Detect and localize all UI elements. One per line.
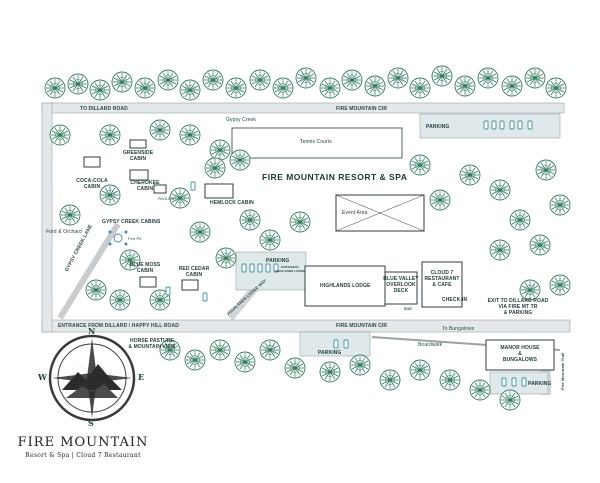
road-boardwalk: Boardwalk bbox=[418, 342, 443, 348]
road-gypsy-creek: Gypsy Creek bbox=[226, 117, 256, 123]
blue-moss-cabin-label: BLUE MOSS CABIN bbox=[129, 262, 161, 274]
brand-block: FIRE MOUNTAIN Resort & Spa | Cloud 7 Res… bbox=[8, 435, 158, 459]
red-cedar-cabin-label: RED CEDAR CABIN bbox=[178, 266, 210, 278]
greenside-cabin bbox=[129, 139, 147, 149]
cherokee-cabin bbox=[129, 169, 149, 181]
exit-label: EXIT TO DILLARD ROAD VIA FIRE MT TR & PA… bbox=[487, 298, 549, 316]
brand-name: FIRE MOUNTAIN bbox=[17, 435, 149, 450]
road-fire-mtn-trail: Fire Mountain Trail bbox=[560, 352, 565, 390]
blue-moss-cabin bbox=[139, 276, 157, 288]
compass-s: S bbox=[88, 418, 94, 428]
bottom-parking-label: PARKING bbox=[318, 350, 342, 356]
cherokee-cabin-label: CHEROKEE CABIN bbox=[130, 180, 160, 192]
coca-cola-cabin bbox=[83, 156, 101, 168]
road-fire-mountain-cir-bottom: FIRE MOUNTAIN CIR bbox=[336, 323, 388, 329]
blue-valley-deck-label: BLUE VALLEY OVERLOOK DECK bbox=[383, 276, 419, 294]
greenside-cabin-label: GREENSIDE CABIN bbox=[122, 150, 154, 162]
road-fire-mountain-cir-top: FIRE MOUNTAIN CIR bbox=[336, 106, 388, 112]
compass-n: N bbox=[88, 326, 96, 336]
check-in-label: CHECK-IN bbox=[442, 297, 468, 303]
cloud7-restaurant bbox=[421, 261, 463, 308]
top-parking-label: PARKING bbox=[426, 124, 450, 130]
road-to-bungalows: To Bungalows bbox=[442, 326, 475, 332]
event-area-roof bbox=[335, 194, 425, 232]
red-cedar-cabin bbox=[181, 279, 199, 291]
road-to-dillard: TO DILLARD ROAD bbox=[80, 106, 128, 112]
coca-cola-cabin-label: COCA-COLA CABIN bbox=[76, 178, 108, 190]
lodge-parking-sub-label: ENTRANCE HIGHLANDS LODGE bbox=[274, 265, 306, 273]
compass-logo bbox=[48, 334, 136, 422]
pavilion-label: PAVILION bbox=[158, 197, 175, 201]
right-parking-label: PARKING bbox=[528, 381, 552, 387]
parking-areas bbox=[235, 113, 561, 395]
tennis-courts-label: Tennis Courts bbox=[300, 139, 332, 145]
road-entrance: ENTRANCE FROM DILLARD / HAPPY HILL ROAD bbox=[58, 323, 179, 329]
sod-label: SOD bbox=[404, 307, 412, 311]
lodge-parking-label: PARKING bbox=[266, 258, 290, 264]
horse-pasture-label: HORSE PASTURE & MOUNTAIN VIEW bbox=[128, 338, 176, 350]
ford-orchard-label: Ford & Orchard bbox=[46, 229, 82, 235]
manor-house bbox=[485, 339, 555, 371]
fire-pit bbox=[108, 230, 128, 246]
gypsy-creek-cabins-label: GYPSY CREEK CABINS bbox=[102, 219, 161, 225]
brand-subtitle: Resort & Spa | Cloud 7 Restaurant bbox=[25, 452, 141, 459]
compass-w: W bbox=[38, 372, 48, 382]
hemlock-cabin bbox=[204, 183, 234, 199]
blue-valley-deck bbox=[384, 271, 418, 305]
pavilion bbox=[153, 184, 167, 194]
highlands-lodge-label: HIGHLANDS LODGE bbox=[320, 283, 371, 289]
resort-title: FIRE MOUNTAIN RESORT & SPA bbox=[262, 172, 408, 182]
highlands-lodge bbox=[304, 265, 386, 307]
manor-house-label: MANOR HOUSE & BUNGALOWS bbox=[500, 345, 540, 363]
hemlock-cabin-label: HEMLOCK CABIN bbox=[210, 200, 254, 206]
cloud7-label: CLOUD 7 RESTAURANT & CAFE bbox=[424, 270, 460, 288]
compass-e: E bbox=[138, 372, 145, 382]
tennis-courts bbox=[231, 127, 403, 159]
fire-pit-label: Fire Pit bbox=[128, 236, 142, 241]
event-area-label: Event Area bbox=[342, 210, 368, 216]
